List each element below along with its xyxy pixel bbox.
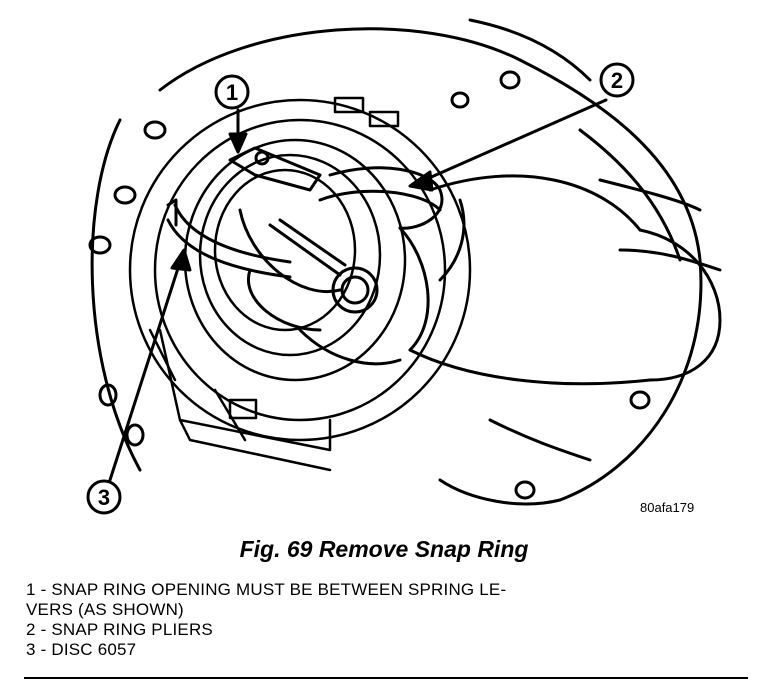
legend: 1 - SNAP RING OPENING MUST BE BETWEEN SP… [26,580,726,660]
bottom-rule [24,677,748,679]
legend-item: VERS (AS SHOWN) [26,600,184,619]
disc-6057-tool [166,198,292,279]
legend-item: 1 - SNAP RING OPENING MUST BE BETWEEN SP… [26,580,507,599]
callout-3-label: 3 [98,485,110,510]
callout-2: 2 [599,62,635,98]
legend-item: 3 - DISC 6057 [26,640,137,659]
snap-ring-removal-illustration: 1 2 3 [86,18,722,515]
callout-1-label: 1 [226,80,238,105]
figure-code: 80afa179 [640,500,695,515]
figure-caption: Fig. 69 Remove Snap Ring [239,536,529,562]
snap-ring-pliers [228,146,379,314]
clutch-pack [128,96,472,472]
callout-1: 1 [214,74,250,110]
legend-item: 2 - SNAP RING PLIERS [26,620,213,639]
leader-lines [108,98,608,482]
callout-2-label: 2 [611,68,623,93]
hand [247,166,722,386]
callout-3: 3 [86,479,122,515]
